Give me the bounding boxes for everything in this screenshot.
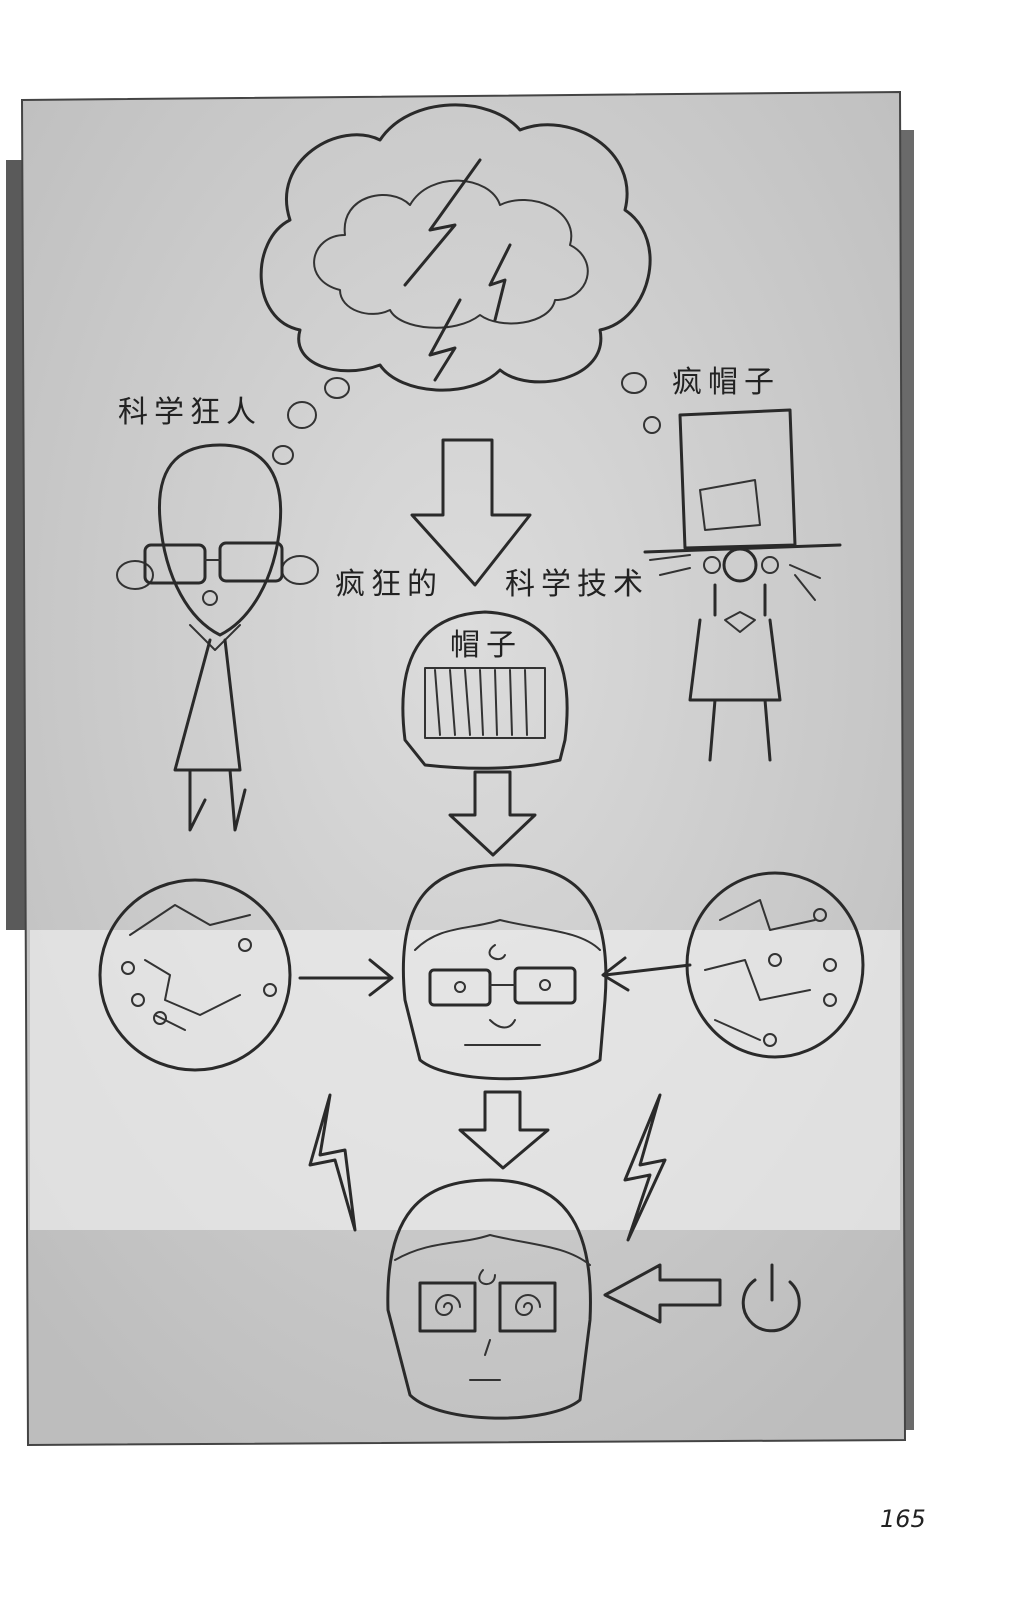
down-arrow-icon	[410, 438, 532, 587]
lightning-bolt-icon	[428, 298, 462, 382]
lightning-bolt-icon	[308, 1093, 357, 1232]
label-mad-hatter: 疯帽子	[672, 365, 780, 400]
lightning-bolt-icon	[403, 158, 482, 287]
light-band	[30, 930, 900, 1230]
dizzy-face	[386, 1178, 592, 1420]
label-science-tech: 科学技术	[505, 567, 649, 602]
right-arrow-icon	[298, 958, 394, 997]
lightning-bolt-icon	[488, 243, 512, 322]
power-icon	[741, 1263, 801, 1333]
glasses-face	[401, 863, 608, 1081]
spiral-eye-icon	[435, 1294, 461, 1316]
circuit-circle-left	[98, 878, 292, 1072]
mad-scientist-figure	[116, 443, 319, 832]
label-hat: 帽子	[450, 628, 522, 663]
hat-head: 帽子	[401, 610, 569, 770]
mad-hatter-figure	[643, 408, 842, 762]
down-arrow-icon	[458, 1090, 550, 1170]
circuit-circle-right	[685, 871, 865, 1059]
left-arrow-icon	[601, 956, 692, 992]
left-arrow-icon	[603, 1263, 722, 1324]
bowtie-icon	[724, 611, 756, 633]
thought-bubbles	[272, 372, 661, 465]
lightning-bolt-icon	[623, 1093, 667, 1242]
thought-cloud	[259, 103, 652, 392]
label-mad-scientist: 科学狂人	[118, 395, 262, 430]
page-number: 165	[880, 1505, 926, 1533]
spiral-eye-icon	[515, 1294, 541, 1316]
label-crazy: 疯狂的	[335, 567, 443, 602]
down-arrow-icon	[448, 770, 537, 857]
